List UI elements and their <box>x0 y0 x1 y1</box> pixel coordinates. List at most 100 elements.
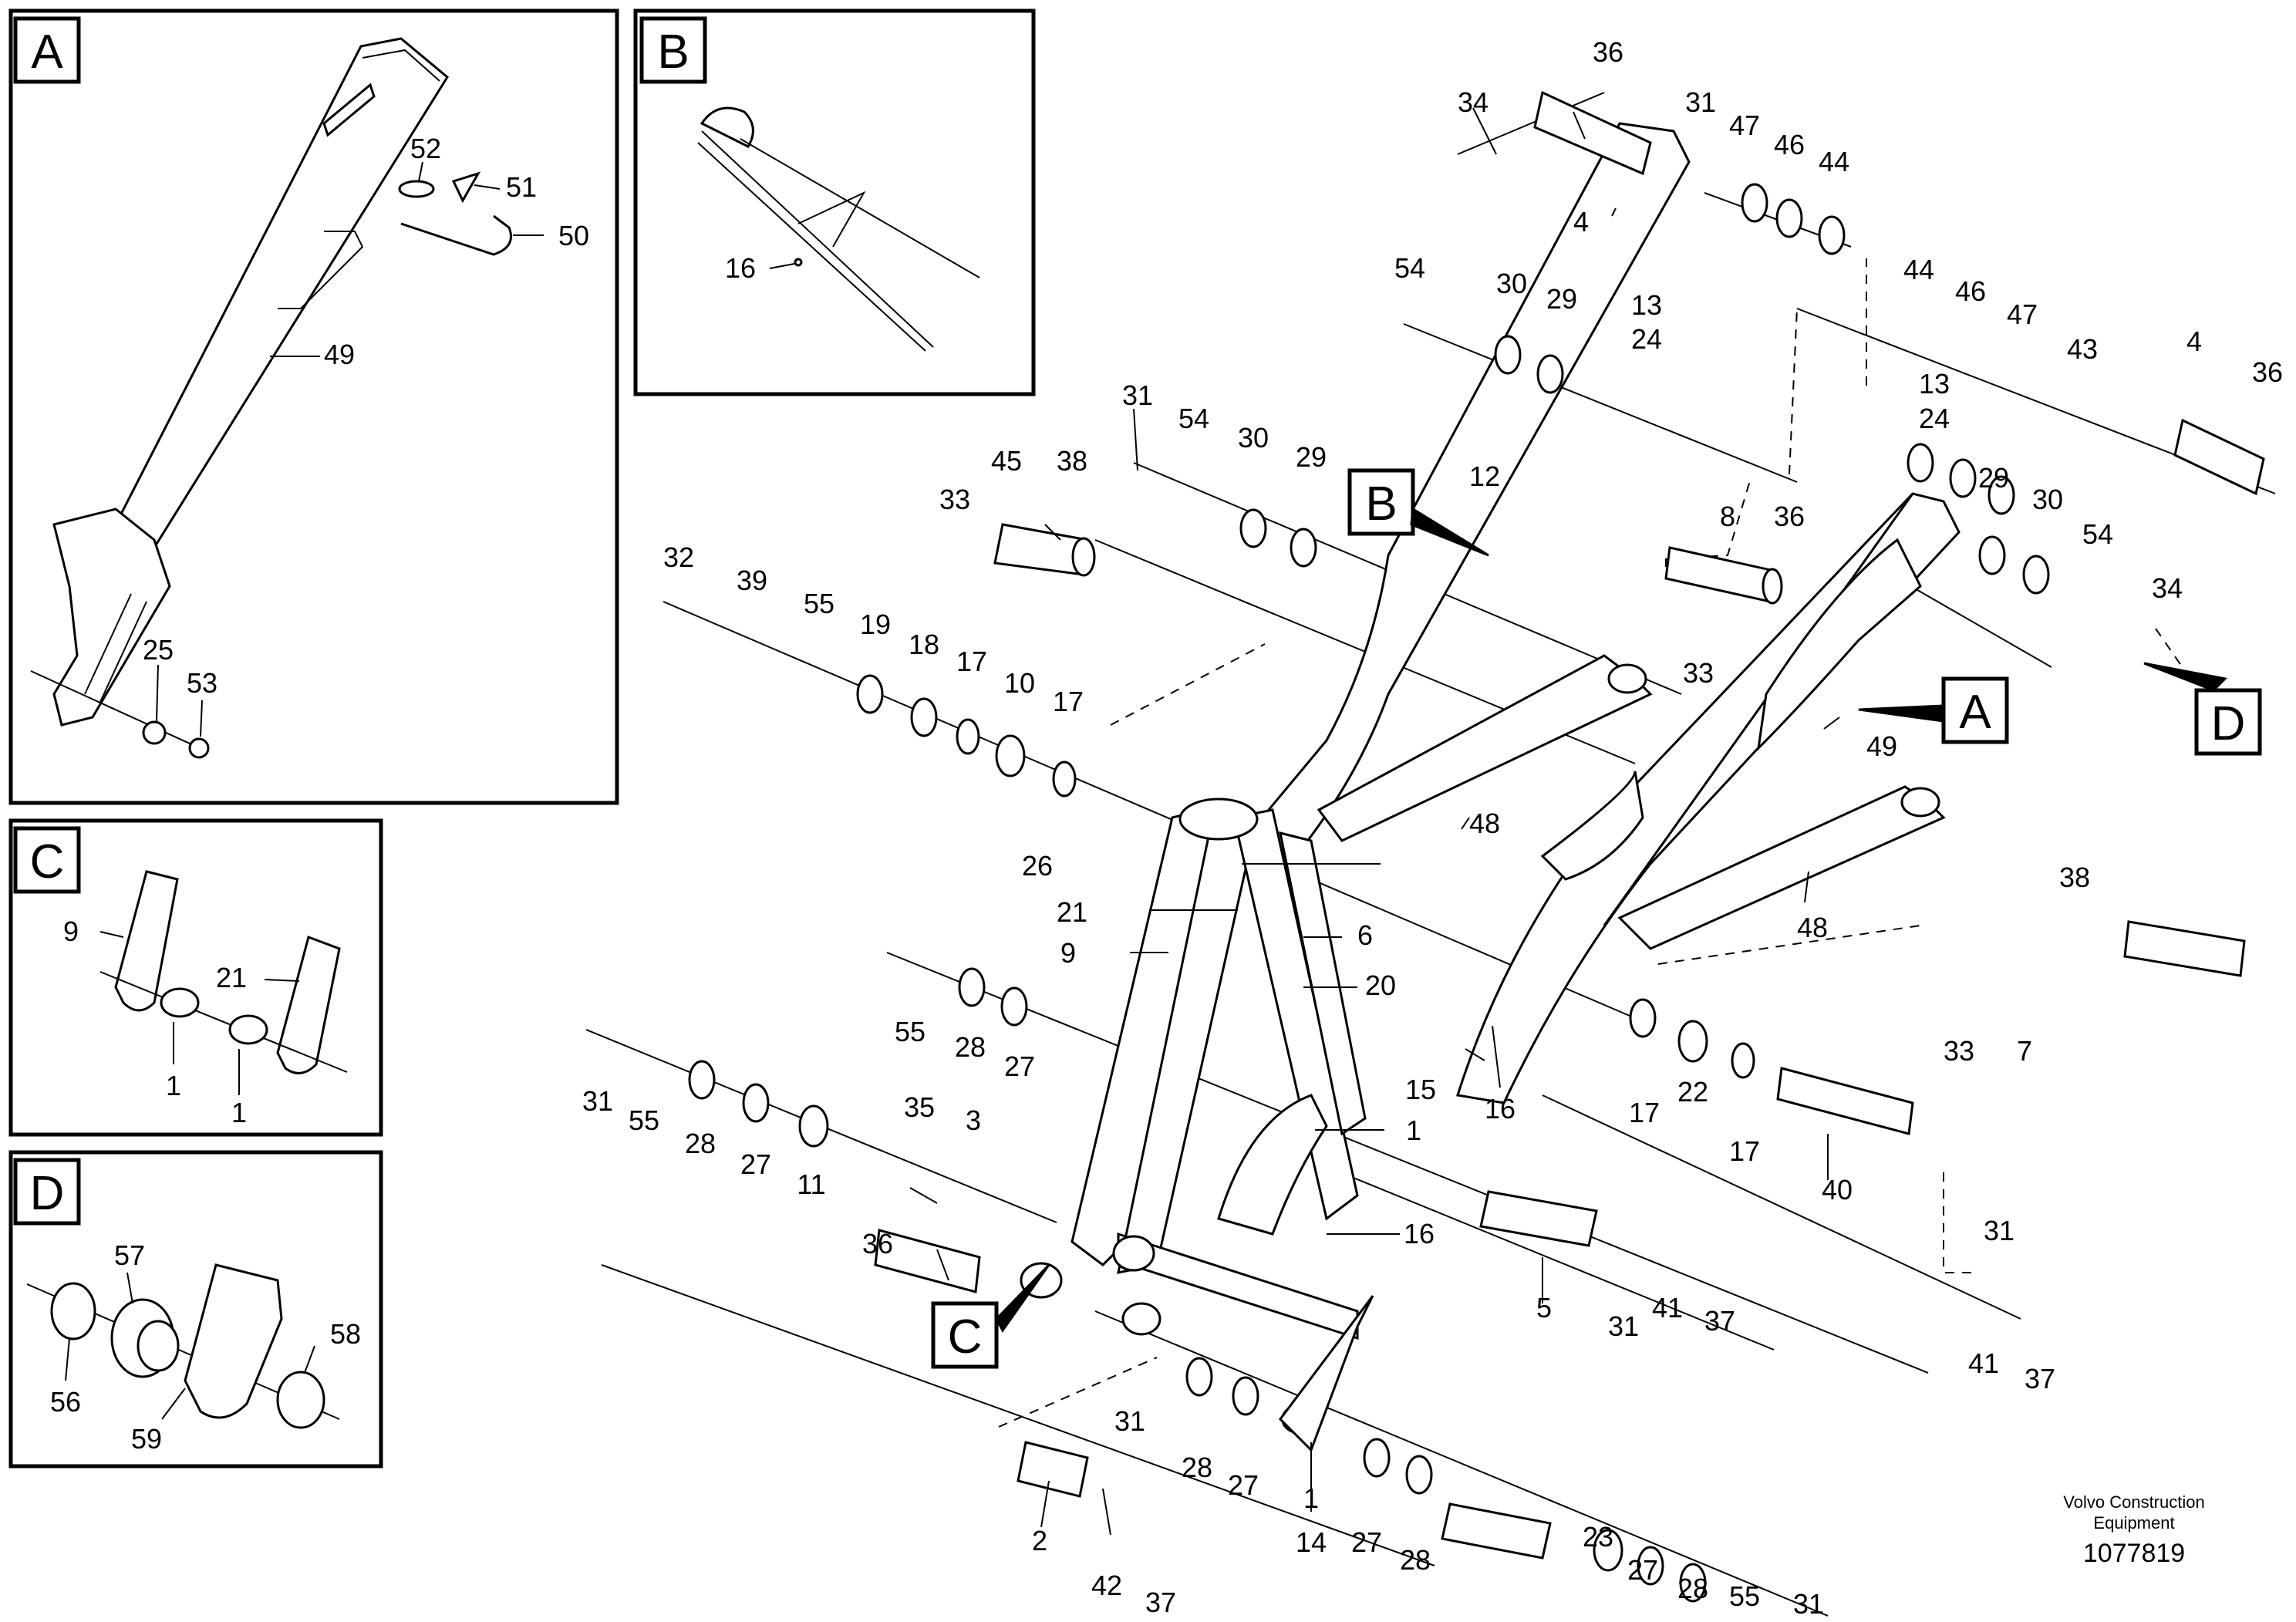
label-44: 44 <box>1819 146 1849 177</box>
view-callout-d-letter: D <box>2211 697 2246 750</box>
label-41-far: 41 <box>1968 1347 1999 1379</box>
label-30: 30 <box>1496 268 1527 299</box>
label-21: 21 <box>1057 896 1087 928</box>
label-31-left: 31 <box>582 1085 613 1117</box>
label-47: 47 <box>1729 110 1760 141</box>
label-39: 39 <box>737 565 767 596</box>
label-47-right: 47 <box>2007 298 2038 330</box>
label-43: 43 <box>2067 333 2098 365</box>
label-36-right: 36 <box>2252 356 2283 388</box>
label-27-mid: 27 <box>1004 1050 1035 1082</box>
label-29-upper: 29 <box>1296 441 1327 473</box>
label-57: 57 <box>114 1239 145 1271</box>
label-34-right: 34 <box>2152 572 2183 604</box>
label-27-left: 27 <box>740 1148 771 1180</box>
label-17-b: 17 <box>1053 686 1084 717</box>
label-44-right: 44 <box>1903 254 1934 285</box>
inset-c-letter: C <box>30 835 65 889</box>
label-38-right: 38 <box>2059 862 2090 893</box>
label-17-right: 17 <box>1629 1097 1660 1128</box>
inset-d-letter: D <box>30 1167 65 1220</box>
view-callout-d: D <box>2143 662 2262 756</box>
label-19: 19 <box>860 609 891 640</box>
label-33-mid: 33 <box>1683 657 1714 689</box>
label-58: 58 <box>330 1318 361 1350</box>
view-callout-b-letter: B <box>1365 477 1397 531</box>
label-34: 34 <box>1458 86 1489 118</box>
label-24: 24 <box>1631 323 1662 355</box>
label-30-upper: 30 <box>1238 422 1269 454</box>
label-48: 48 <box>1469 808 1500 839</box>
label-2: 2 <box>1032 1525 1047 1556</box>
inset-c: C 9 21 1 1 <box>8 818 383 1137</box>
main-assembly <box>585 90 2276 1617</box>
label-20: 20 <box>1365 969 1396 1001</box>
label-42: 42 <box>1091 1570 1122 1601</box>
label-35: 35 <box>904 1091 935 1123</box>
label-1-inset-c-right: 1 <box>231 1097 247 1128</box>
label-56: 56 <box>50 1386 81 1418</box>
label-28-bottom: 28 <box>1182 1452 1212 1483</box>
label-33: 33 <box>939 484 970 515</box>
view-callout-a-letter: A <box>1959 686 1991 739</box>
label-37-far: 37 <box>2025 1363 2055 1394</box>
label-33-right: 33 <box>1944 1035 1974 1067</box>
label-16-low: 16 <box>1404 1218 1435 1249</box>
label-15: 15 <box>1405 1074 1436 1105</box>
label-36-mid: 36 <box>1774 501 1805 532</box>
label-13: 13 <box>1631 289 1662 321</box>
label-50: 50 <box>558 220 589 251</box>
label-31-low: 31 <box>1608 1310 1639 1342</box>
label-17: 17 <box>956 646 987 677</box>
label-24-right: 24 <box>1919 403 1950 434</box>
label-49: 49 <box>1866 730 1897 762</box>
label-8: 8 <box>1720 501 1735 532</box>
label-28-mid: 28 <box>955 1031 986 1063</box>
label-55: 55 <box>804 588 834 619</box>
handle-part-50 <box>400 214 512 256</box>
label-4: 4 <box>1573 206 1589 238</box>
label-16: 16 <box>1485 1093 1515 1125</box>
label-46-right: 46 <box>1955 275 1986 307</box>
label-49: 49 <box>324 339 355 370</box>
label-37-bottom: 37 <box>1145 1587 1176 1618</box>
inset-a-letter: A <box>31 25 63 79</box>
label-17-right-b: 17 <box>1729 1135 1760 1167</box>
inset-a: A 52 51 50 49 25 53 <box>8 8 619 805</box>
label-21-inset-c: 21 <box>216 962 247 993</box>
label-22: 22 <box>1677 1076 1708 1108</box>
label-10: 10 <box>1004 667 1035 699</box>
label-31-b3: 31 <box>1793 1588 1824 1620</box>
label-46: 46 <box>1774 129 1805 160</box>
label-13-right: 13 <box>1919 368 1950 400</box>
label-9-inset-c: 9 <box>63 916 79 947</box>
label-1: 1 <box>1406 1114 1421 1146</box>
label-55-mid: 55 <box>895 1016 925 1047</box>
label-27-b2: 27 <box>1351 1526 1382 1558</box>
label-31: 31 <box>1685 86 1716 118</box>
label-52: 52 <box>410 133 441 164</box>
label-38: 38 <box>1057 445 1087 477</box>
label-6: 6 <box>1357 919 1373 951</box>
label-54-upper: 54 <box>1178 403 1209 434</box>
label-27-bottom: 27 <box>1228 1469 1259 1501</box>
label-55-left: 55 <box>629 1104 659 1136</box>
label-54: 54 <box>1394 252 1425 284</box>
label-31-upper: 31 <box>1122 379 1153 411</box>
label-53: 53 <box>187 667 217 699</box>
view-callout-c-letter: C <box>948 1310 983 1364</box>
label-51: 51 <box>506 171 537 203</box>
label-16-inset-b: 16 <box>725 252 756 284</box>
inset-d: D 57 58 56 59 <box>8 1150 383 1469</box>
label-45: 45 <box>991 445 1022 477</box>
label-28-left: 28 <box>685 1128 716 1159</box>
inset-b-letter: B <box>657 25 689 79</box>
label-4-right: 4 <box>2186 325 2202 357</box>
footer-brand: Volvo Construction Equipment 1077819 <box>2063 1492 2204 1568</box>
label-55-bottom: 55 <box>1729 1580 1760 1612</box>
label-25: 25 <box>143 634 174 666</box>
view-callout-b: B <box>1347 468 1489 557</box>
label-30-right: 30 <box>2032 484 2063 515</box>
label-18: 18 <box>909 629 939 660</box>
